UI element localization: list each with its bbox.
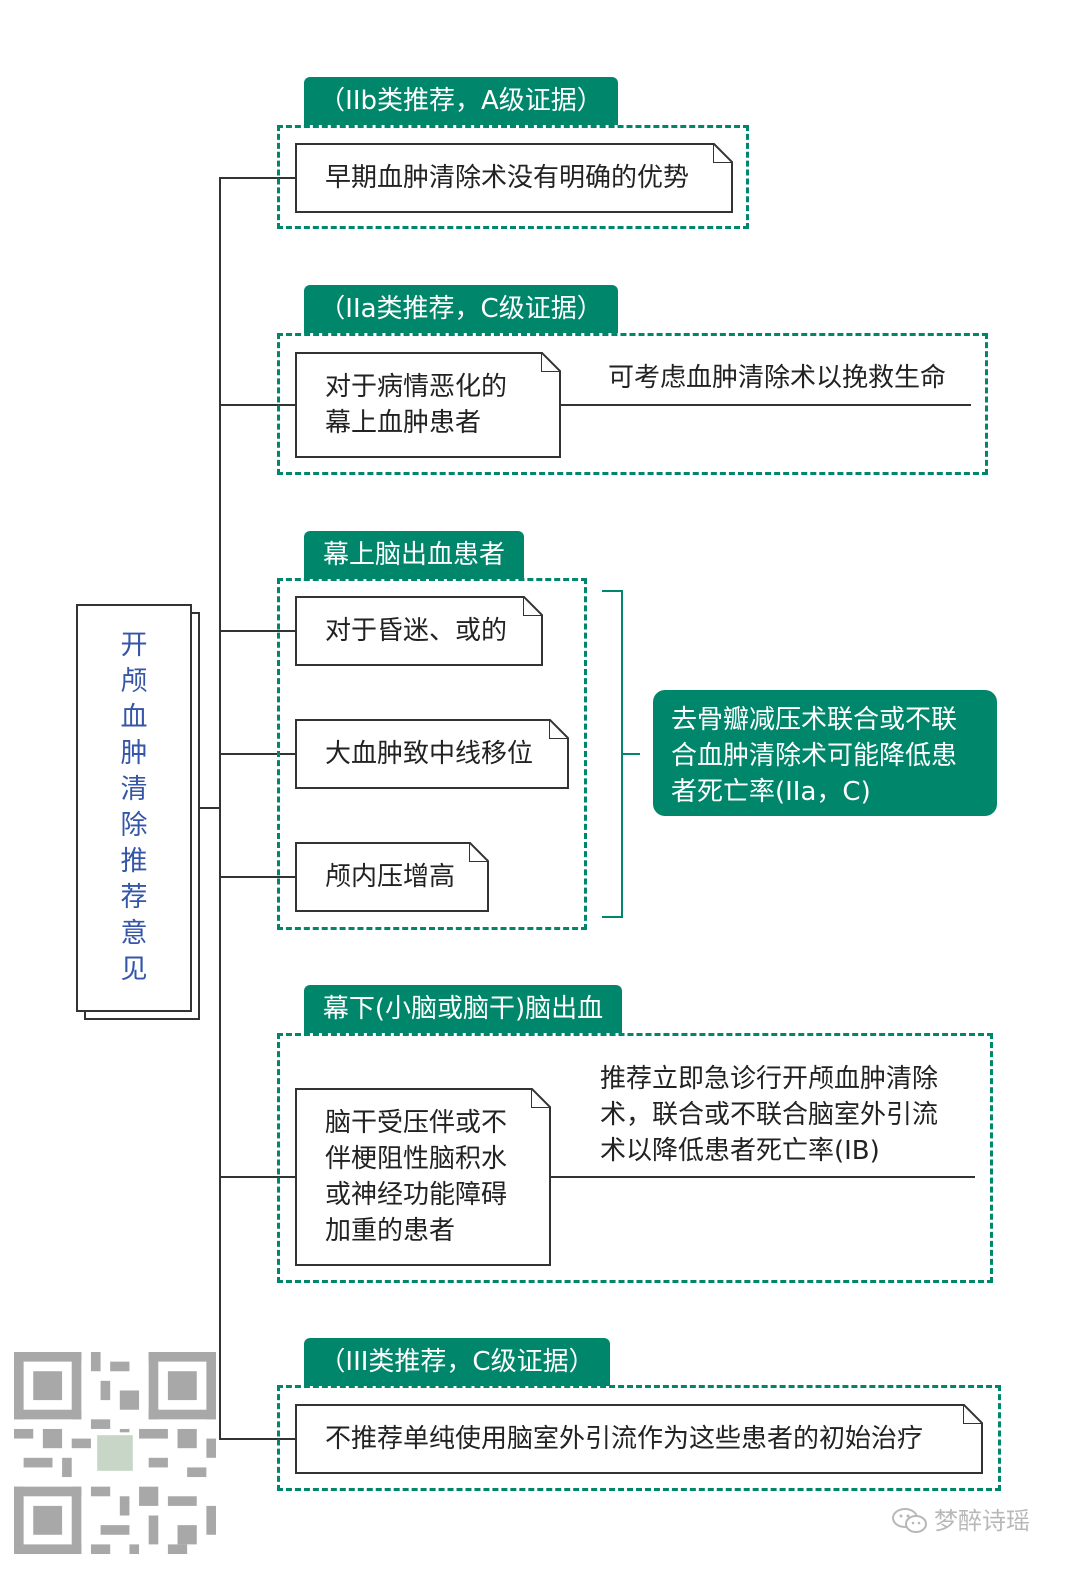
trunk-line [219, 177, 221, 1440]
section-2-note-text: 对于病情恶化的 幕上血肿患者 [325, 372, 508, 438]
section-3-note-2-fold [549, 719, 569, 739]
section-5-tab: （III类推荐，C级证据） [304, 1338, 610, 1386]
section-1-note-fold [713, 143, 733, 163]
section-3-note-3-fold [469, 842, 489, 862]
section-3-note-1: 对于昏迷、或的 [295, 596, 543, 666]
section-5-frame [277, 1385, 1001, 1491]
section-4-note-fold [531, 1088, 551, 1108]
watermark-text: 梦醉诗瑶 [934, 1507, 1030, 1535]
section-5-note-fold [963, 1404, 983, 1424]
section-3-result: 去骨瓣减压术联合或不联合血肿清除术可能降低患者死亡率(IIa，C) [653, 690, 997, 816]
branch-2 [219, 404, 297, 406]
branch-3a [219, 630, 297, 632]
section-4-result-line [551, 1176, 975, 1178]
section-4-note-text: 脑干受压伴或不 伴梗阻性脑积水 或神经功能障碍 加重的患者 [325, 1108, 508, 1246]
section-2-note: 对于病情恶化的 幕上血肿患者 [295, 352, 561, 458]
section-2-result: 可考虑血肿清除术以挽救生命 [608, 363, 947, 393]
section-4-result: 推荐立即急诊行开颅血肿清除 术，联合或不联合脑室外引流 术以降低患者死亡率(IB… [600, 1064, 939, 1166]
branch-4 [219, 1176, 297, 1178]
section-4-tab: 幕下(小脑或脑干)脑出血 [304, 985, 622, 1033]
section-3-note-3: 颅内压增高 [295, 842, 489, 912]
section-3-bracket [602, 590, 640, 918]
branch-3c [219, 876, 297, 878]
watermark: 梦醉诗瑶 [892, 1506, 1030, 1536]
section-3-tab: 幕上脑出血患者 [304, 531, 524, 579]
connector-from-title [200, 807, 220, 809]
branch-5 [219, 1438, 297, 1440]
section-3-note-2: 大血肿致中线移位 [295, 719, 569, 789]
title-text: 开颅血肿清除推荐意见 [120, 630, 148, 985]
branch-3b [219, 753, 297, 755]
section-1-tab: （IIb类推荐，A级证据） [304, 77, 618, 125]
section-2-note-fold [541, 352, 561, 372]
section-1-frame [277, 125, 749, 229]
qr-code-image [14, 1352, 216, 1554]
section-5-note: 不推荐单纯使用脑室外引流作为这些患者的初始治疗 [295, 1404, 983, 1474]
wechat-icon [892, 1508, 927, 1533]
section-2-tab: （IIa类推荐，C级证据） [304, 285, 618, 333]
section-2-result-line [561, 404, 971, 406]
title-box [76, 604, 192, 1012]
section-2-frame [277, 333, 988, 475]
branch-1 [219, 177, 297, 179]
section-3-note-1-fold [523, 596, 543, 616]
section-4-frame [277, 1033, 993, 1283]
section-4-note: 脑干受压伴或不 伴梗阻性脑积水 或神经功能障碍 加重的患者 [295, 1088, 551, 1266]
section-1-note: 早期血肿清除术没有明确的优势 [295, 143, 733, 213]
section-3-frame [277, 578, 587, 930]
